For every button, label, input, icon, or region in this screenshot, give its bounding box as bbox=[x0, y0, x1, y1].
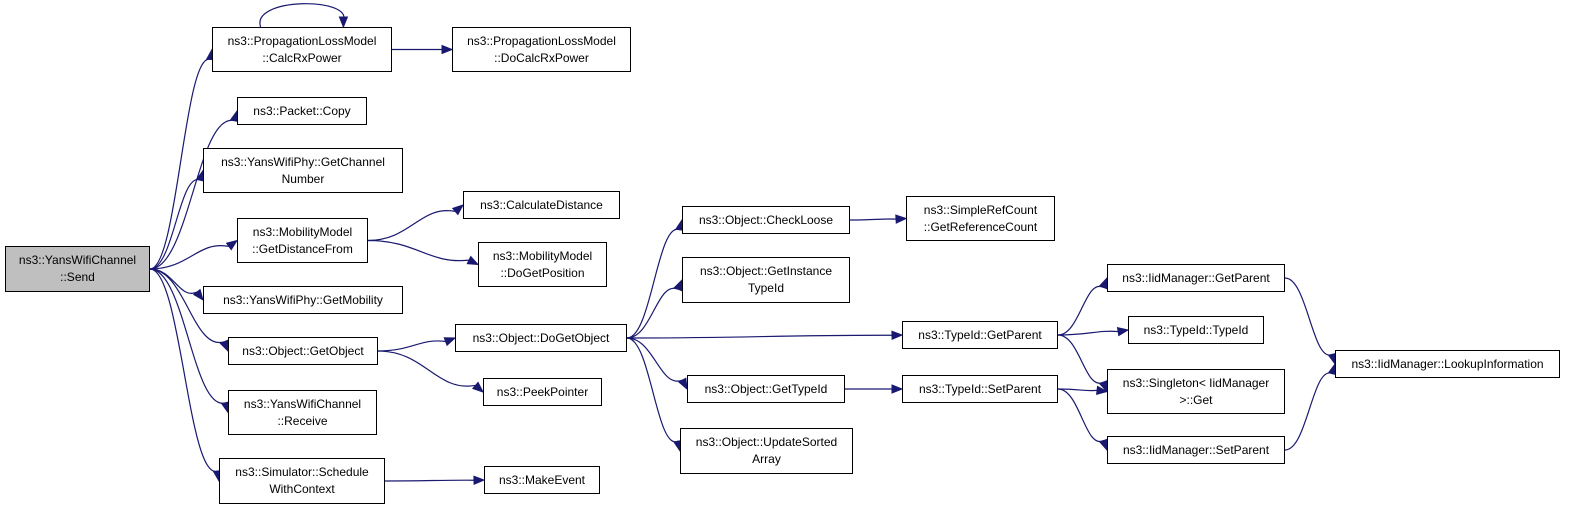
edge-doGetObject-to-typeIdGetParent bbox=[626, 334, 893, 339]
node-iid-manager-get-parent[interactable]: ns3::IidManager::GetParent bbox=[1107, 264, 1285, 292]
node-peek-pointer[interactable]: ns3::PeekPointer bbox=[483, 378, 602, 406]
node-object-update-sorted-array[interactable]: ns3::Object::UpdateSorted Array bbox=[680, 428, 853, 474]
node-iid-manager-lookup-information[interactable]: ns3::IidManager::LookupInformation bbox=[1335, 350, 1560, 378]
edge-send-to-scheduleWithContext bbox=[149, 268, 218, 472]
node-make-event[interactable]: ns3::MakeEvent bbox=[484, 466, 600, 494]
edge-getTypeId-to-typeIdSetParent-arrowhead bbox=[891, 384, 904, 394]
edge-getDistanceFrom-to-doGetPosition-arrowhead bbox=[466, 255, 480, 266]
node-simulator-schedule-with-context[interactable]: ns3::Simulator::Schedule WithContext bbox=[219, 458, 385, 504]
edge-send-to-getDistanceFrom bbox=[149, 244, 230, 270]
node-singleton-iid-manager-get[interactable]: ns3::Singleton< IidManager >::Get bbox=[1107, 369, 1285, 414]
edge-typeIdGetParent-to-typeIdTypeId bbox=[1057, 330, 1119, 336]
edge-calcRxPower-to-calcRxPower-arrowhead bbox=[338, 16, 349, 29]
edge-getObject-to-doGetObject bbox=[377, 340, 446, 352]
edge-getObject-to-peekPointer bbox=[377, 350, 476, 387]
edge-typeIdGetParent-to-iidGetParent-arrowhead bbox=[1098, 276, 1108, 290]
node-yans-wifi-phy-get-channel-number[interactable]: ns3::YansWifiPhy::GetChannel Number bbox=[203, 148, 403, 193]
edge-doGetObject-to-typeIdGetParent-arrowhead bbox=[891, 330, 904, 340]
edge-send-to-packetCopy bbox=[149, 120, 235, 270]
edge-send-to-getObject-arrowhead bbox=[219, 339, 229, 353]
node-object-get-type-id[interactable]: ns3::Object::GetTypeId bbox=[687, 375, 845, 403]
edge-doGetObject-to-checkLoose bbox=[626, 229, 681, 339]
node-yans-wifi-channel-receive[interactable]: ns3::YansWifiChannel ::Receive bbox=[228, 390, 377, 435]
node-mobility-get-distance-from[interactable]: ns3::MobilityModel ::GetDistanceFrom bbox=[237, 218, 368, 263]
edge-send-to-getMobility-arrowhead bbox=[192, 288, 204, 302]
edge-typeIdGetParent-to-typeIdTypeId-arrowhead bbox=[1116, 326, 1130, 337]
node-propagation-loss-calc-rx-power[interactable]: ns3::PropagationLossModel ::CalcRxPower bbox=[212, 27, 392, 72]
edge-typeIdGetParent-to-singletonGet bbox=[1057, 334, 1104, 384]
edge-iidGetParent-to-lookupInformation bbox=[1284, 277, 1333, 356]
node-type-id-get-parent[interactable]: ns3::TypeId::GetParent bbox=[902, 321, 1058, 349]
node-object-get-instance-type-id[interactable]: ns3::Object::GetInstance TypeId bbox=[682, 257, 850, 303]
node-calculate-distance[interactable]: ns3::CalculateDistance bbox=[463, 191, 620, 219]
edge-getDistanceFrom-to-calculateDistance bbox=[367, 210, 456, 242]
node-yans-wifi-phy-get-mobility[interactable]: ns3::YansWifiPhy::GetMobility bbox=[203, 286, 403, 314]
edge-getObject-to-peekPointer-arrowhead bbox=[471, 381, 485, 393]
edge-scheduleWithContext-to-makeEvent-arrowhead bbox=[473, 475, 486, 485]
edge-send-to-calcRxPower bbox=[149, 58, 211, 270]
node-packet-copy[interactable]: ns3::Packet::Copy bbox=[237, 97, 367, 125]
edge-doGetObject-to-updateSortedArray bbox=[626, 337, 679, 443]
node-mobility-do-get-position[interactable]: ns3::MobilityModel ::DoGetPosition bbox=[478, 242, 607, 287]
edge-send-to-receive bbox=[149, 268, 226, 404]
node-yans-wifi-channel-send: ns3::YansWifiChannel ::Send bbox=[5, 246, 150, 292]
edge-typeIdGetParent-to-iidGetParent bbox=[1057, 285, 1104, 336]
edge-calcRxPower-to-doCalcRxPower-arrowhead bbox=[441, 44, 454, 55]
edge-iidSetParent-to-lookupInformation bbox=[1284, 372, 1333, 451]
edge-typeIdSetParent-to-iidSetParent bbox=[1057, 388, 1104, 443]
edge-doGetObject-to-getInstanceTypeId bbox=[626, 287, 679, 339]
edge-doGetObject-to-getTypeId-arrowhead bbox=[677, 377, 688, 391]
node-type-id-set-parent[interactable]: ns3::TypeId::SetParent bbox=[902, 375, 1058, 403]
edge-doGetObject-to-getTypeId bbox=[626, 337, 683, 382]
edge-doGetObject-to-getInstanceTypeId-arrowhead bbox=[673, 278, 683, 292]
edge-getObject-to-doGetObject-arrowhead bbox=[443, 337, 457, 347]
edge-getDistanceFrom-to-calculateDistance-arrowhead bbox=[451, 204, 465, 216]
node-object-do-get-object[interactable]: ns3::Object::DoGetObject bbox=[455, 324, 627, 352]
node-object-get-object[interactable]: ns3::Object::GetObject bbox=[228, 337, 378, 365]
edge-send-to-getChannelNumber bbox=[149, 179, 201, 270]
node-propagation-loss-do-calc-rx-power[interactable]: ns3::PropagationLossModel ::DoCalcRxPowe… bbox=[452, 27, 631, 72]
node-object-check-loose[interactable]: ns3::Object::CheckLoose bbox=[682, 206, 850, 234]
edge-calcRxPower-to-calcRxPower bbox=[259, 3, 345, 28]
node-type-id-constructor[interactable]: ns3::TypeId::TypeId bbox=[1128, 316, 1264, 344]
edge-checkLoose-to-getReferenceCount-arrowhead bbox=[895, 214, 908, 224]
edge-typeIdSetParent-to-singletonGet bbox=[1057, 388, 1098, 392]
edge-checkLoose-to-getReferenceCount bbox=[849, 218, 897, 221]
edge-typeIdSetParent-to-singletonGet-arrowhead bbox=[1096, 385, 1109, 396]
node-iid-manager-set-parent[interactable]: ns3::IidManager::SetParent bbox=[1107, 436, 1285, 464]
edge-getDistanceFrom-to-doGetPosition bbox=[367, 239, 470, 262]
edge-send-to-getDistanceFrom-arrowhead bbox=[225, 239, 239, 251]
node-simple-ref-count-get-reference-count[interactable]: ns3::SimpleRefCount ::GetReferenceCount bbox=[906, 196, 1055, 241]
edge-scheduleWithContext-to-makeEvent bbox=[384, 479, 475, 482]
edge-send-to-getObject bbox=[149, 268, 225, 343]
